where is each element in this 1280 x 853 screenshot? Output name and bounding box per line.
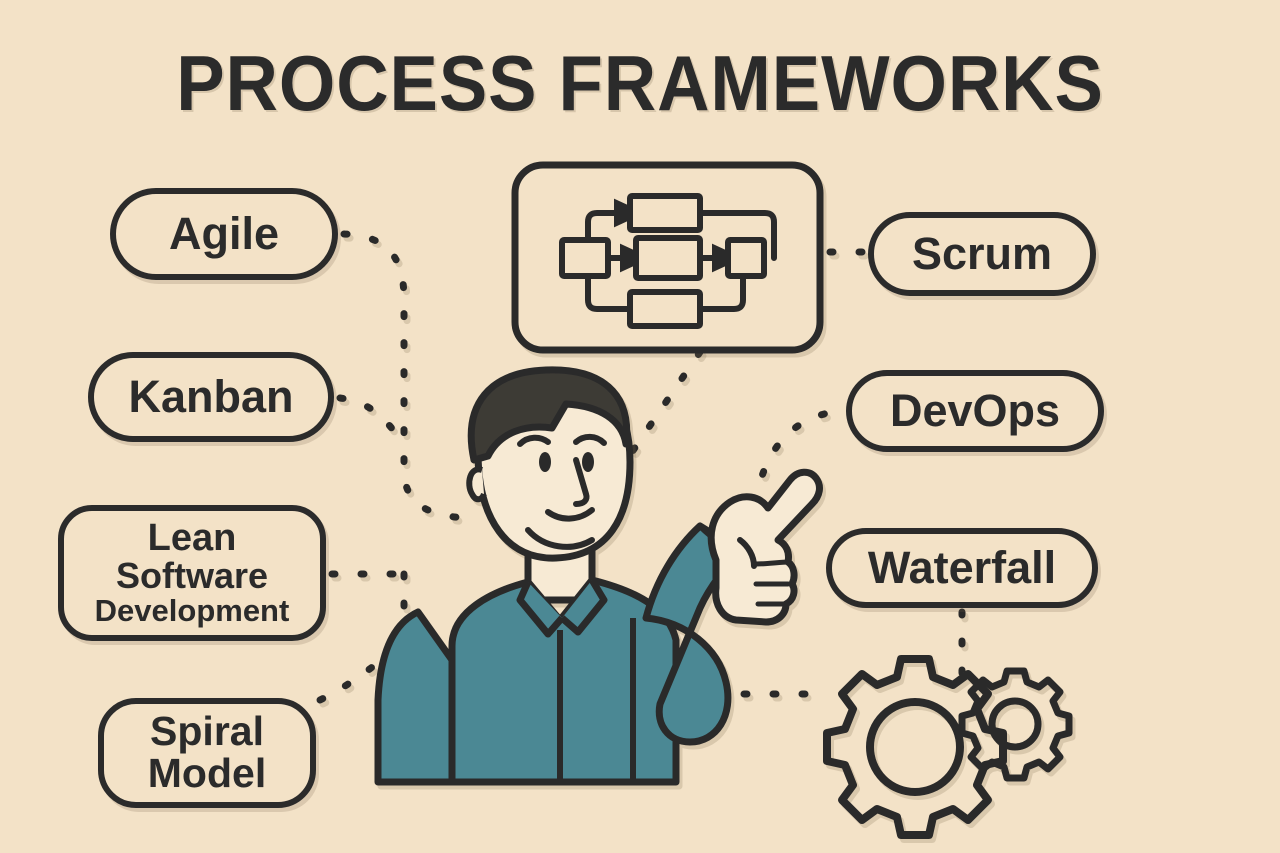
person-left-arm <box>374 608 456 786</box>
person-chin <box>525 527 595 550</box>
person-eyebrow-right <box>573 433 607 446</box>
person-right-arm <box>642 522 746 746</box>
label-waterfall[interactable]: Waterfall <box>826 528 1098 608</box>
label-waterfall-text: Waterfall <box>867 542 1057 594</box>
flowchart-box-bottom <box>627 289 703 329</box>
label-scrum[interactable]: Scrum <box>868 212 1096 296</box>
label-spiral-line1: Spiral <box>150 708 264 755</box>
person-eye-left <box>539 452 551 472</box>
label-lean-line1: Lean <box>147 517 237 560</box>
connector-flowchart <box>628 348 704 456</box>
person-eye-right <box>582 452 594 472</box>
person-pointing-hand <box>707 468 823 626</box>
person-collar-right <box>559 578 608 636</box>
label-agile[interactable]: Agile <box>110 188 338 280</box>
label-spiral-model[interactable]: Spiral Model <box>98 698 316 808</box>
person-hair <box>467 366 631 464</box>
connector-agile <box>340 230 470 522</box>
label-devops[interactable]: DevOps <box>846 370 1104 452</box>
label-lean-software-development[interactable]: Lean Software Development <box>58 505 326 641</box>
label-agile-text: Agile <box>168 208 280 260</box>
flowchart-boxes <box>559 193 767 329</box>
label-kanban-text: Kanban <box>128 371 294 423</box>
flowchart-connectors <box>585 198 777 312</box>
connector-kanban <box>336 394 408 448</box>
flowchart-box-center <box>633 235 703 281</box>
gear-small <box>958 667 1073 782</box>
person-eyebrow-left <box>517 434 551 447</box>
gear-large <box>823 655 1007 839</box>
gears-group <box>823 655 1073 839</box>
flowchart-panel <box>511 161 824 354</box>
label-spiral-line2: Model <box>147 750 267 796</box>
person-illustration <box>374 366 823 786</box>
flowchart-box-top <box>627 193 703 233</box>
person-ear <box>466 466 487 503</box>
label-kanban[interactable]: Kanban <box>88 352 334 442</box>
person-torso <box>448 576 680 786</box>
label-scrum-text: Scrum <box>911 228 1053 280</box>
person-collar-left <box>516 580 565 638</box>
label-lean-line3: Development <box>94 592 290 628</box>
label-lean-line2: Software <box>115 555 269 597</box>
label-devops-text: DevOps <box>889 385 1061 437</box>
person-nose <box>573 457 590 507</box>
person-mouth <box>545 507 595 522</box>
flowchart-box-left <box>559 237 611 279</box>
flowchart-box-right <box>725 237 767 279</box>
